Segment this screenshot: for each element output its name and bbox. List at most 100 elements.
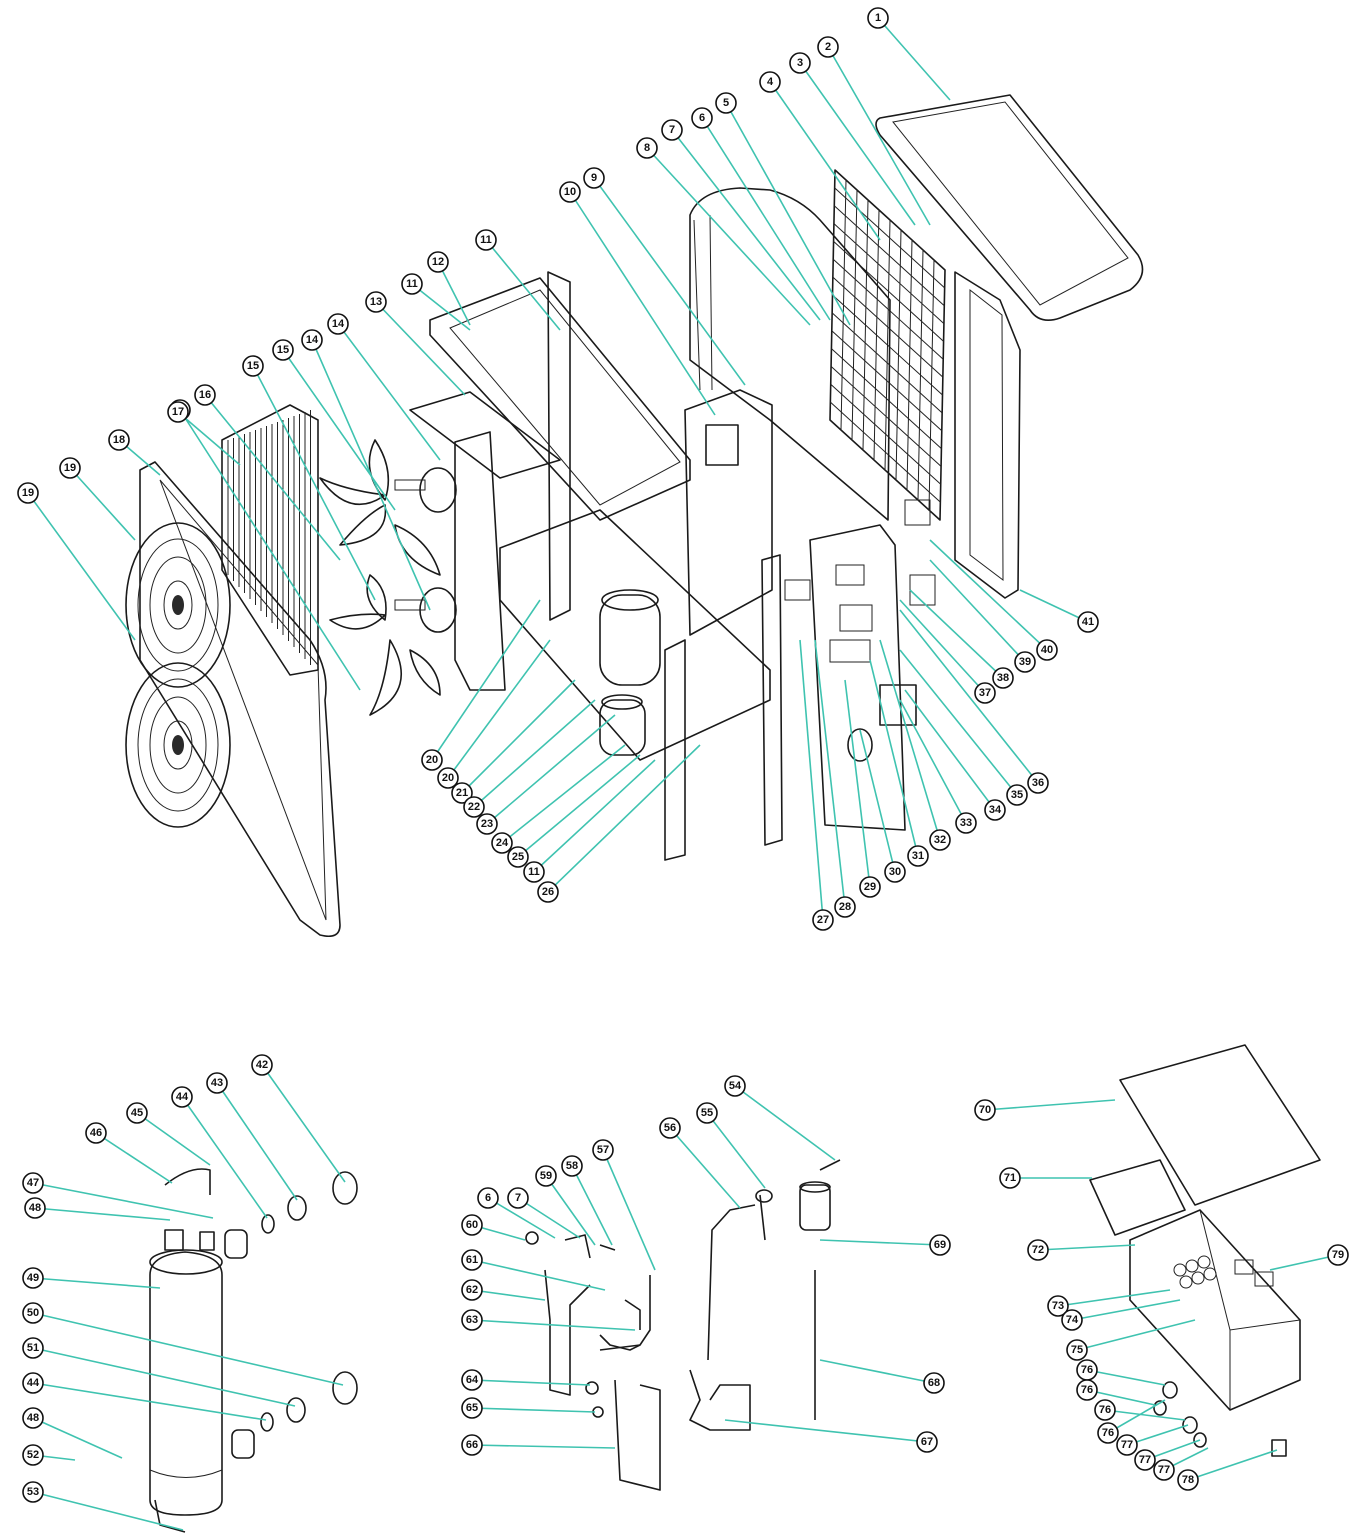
callout-number: 49 [27, 1272, 39, 1284]
leader-line [1107, 1399, 1166, 1434]
leader-line [984, 1099, 1116, 1111]
callout-5: 5 [715, 92, 737, 114]
callout-number: 1 [875, 12, 881, 24]
piping-assembly [525, 1159, 841, 1491]
leader-line [136, 1112, 211, 1166]
callout-number: 53 [27, 1486, 39, 1498]
callout-75: 75 [1066, 1339, 1088, 1361]
leader-line [593, 177, 746, 386]
callout-number: 19 [22, 487, 34, 499]
callout-45: 45 [126, 1102, 148, 1124]
callout-number: 76 [1081, 1364, 1093, 1376]
leader-line [533, 759, 656, 873]
reactor [705, 424, 739, 466]
callout-51: 51 [22, 1337, 44, 1359]
callout-76: 76 [1076, 1379, 1098, 1401]
leader-line [701, 117, 831, 321]
callout-4: 4 [759, 71, 781, 93]
leader-line [869, 659, 919, 857]
callout-19: 19 [59, 457, 81, 479]
callout-64: 64 [461, 1369, 483, 1391]
callout-33: 33 [955, 812, 977, 834]
electric-box-cover [1119, 1044, 1321, 1206]
callout-number: 63 [466, 1314, 478, 1326]
leader-line [179, 409, 361, 691]
callout-number: 51 [27, 1342, 39, 1354]
callout-76: 76 [1076, 1359, 1098, 1381]
callout-6: 6 [477, 1187, 499, 1209]
leader-line [899, 649, 1018, 796]
callout-53: 53 [22, 1481, 44, 1503]
callout-number: 78 [1182, 1474, 1194, 1486]
callout-28: 28 [834, 896, 856, 918]
rear-post [761, 554, 783, 846]
leader-line [375, 301, 466, 396]
callout-number: 54 [729, 1080, 742, 1092]
leader-line [261, 1064, 346, 1183]
leader-line [471, 1407, 596, 1413]
callout-17: 17 [167, 401, 189, 423]
callout-number: 57 [597, 1144, 609, 1156]
callout-number: 55 [701, 1107, 713, 1119]
callout-number: 77 [1139, 1454, 1151, 1466]
callout-number: 68 [928, 1377, 940, 1389]
callout-number: 13 [370, 296, 382, 308]
callout-34: 34 [984, 799, 1006, 821]
callout-number: 31 [912, 850, 924, 862]
condenser-coil [221, 404, 319, 676]
leader-line [819, 1359, 935, 1384]
callout-number: 38 [997, 672, 1009, 684]
callout-7: 7 [661, 119, 683, 141]
callout-number: 12 [432, 256, 444, 268]
leader-line [899, 599, 986, 694]
terminal-78 [1271, 1439, 1287, 1457]
callout-22: 22 [463, 796, 485, 818]
callout-number: 11 [528, 866, 540, 878]
leader-line [1037, 1244, 1136, 1251]
callout-number: 40 [1041, 644, 1053, 656]
callout-76: 76 [1097, 1422, 1119, 1444]
callout-69: 69 [929, 1234, 951, 1256]
front-post [664, 639, 686, 861]
front-panel [125, 461, 341, 938]
callout-number: 5 [723, 97, 729, 109]
callout-43: 43 [206, 1072, 228, 1094]
callout-number: 76 [1102, 1427, 1114, 1439]
leader-line [671, 129, 821, 321]
callout-number: 15 [277, 344, 289, 356]
callout-number: 32 [934, 834, 946, 846]
motor-bracket-plate [409, 391, 561, 479]
callout-14: 14 [301, 329, 323, 351]
callout-number: 67 [921, 1436, 933, 1448]
compressor [599, 589, 661, 756]
callout-26: 26 [537, 881, 559, 903]
callout-20: 20 [437, 767, 459, 789]
callout-number: 71 [1004, 1172, 1016, 1184]
callout-9: 9 [583, 167, 605, 189]
leader-line [473, 699, 596, 808]
rear-grille [829, 169, 946, 521]
callout-15: 15 [272, 339, 294, 361]
leader-line [32, 1182, 214, 1219]
callout-13: 13 [365, 291, 387, 313]
leader-line [485, 239, 561, 331]
evaporator-coil [689, 187, 891, 521]
callout-48: 48 [24, 1197, 46, 1219]
callout-number: 14 [306, 334, 319, 346]
callout-30: 30 [884, 861, 906, 883]
leader-line [471, 1379, 591, 1386]
leader-line [909, 589, 1004, 679]
callout-number: 46 [90, 1127, 102, 1139]
o-ring-44 [261, 1214, 275, 1234]
callout-number: 7 [515, 1192, 521, 1204]
callout-number: 27 [817, 914, 829, 926]
callout-40: 40 [1036, 639, 1058, 661]
leader-line [34, 1207, 171, 1221]
callout-73: 73 [1047, 1295, 1069, 1317]
callout-29: 29 [859, 876, 881, 898]
callout-number: 73 [1052, 1300, 1064, 1312]
callout-number: 2 [825, 41, 831, 53]
callout-3: 3 [789, 52, 811, 74]
callout-27: 27 [812, 909, 834, 931]
